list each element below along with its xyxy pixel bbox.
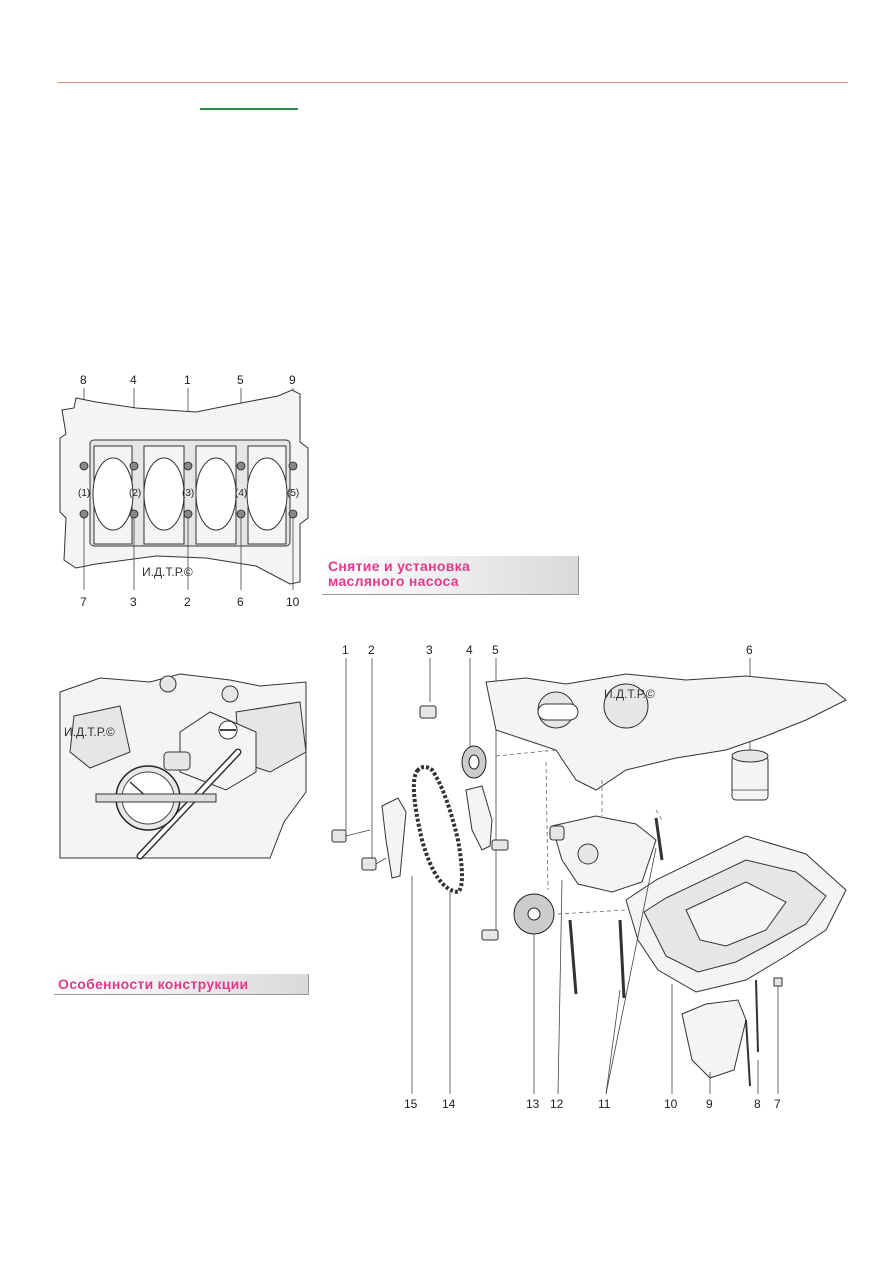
callout-top: 1 xyxy=(184,373,191,387)
design-features-heading: Особенности конструкции xyxy=(58,976,249,992)
oil-pump-heading-bg xyxy=(322,556,579,595)
callout-bottom: 8 xyxy=(754,1097,761,1111)
bearing-mark: (1) xyxy=(78,488,90,499)
callout-top: 1 xyxy=(342,643,349,657)
bearing-mark: (2) xyxy=(129,488,141,499)
callout-bottom: 2 xyxy=(184,595,191,609)
oil-pump-heading: Снятие и установка масляного насоса xyxy=(328,559,470,589)
bearing-mark: (3) xyxy=(182,488,194,499)
cylinder-block-figure: 8 4 1 5 9 (1) (2) (3) (4) (5) И.Д.Т.Р.© … xyxy=(59,373,309,609)
callout-top: 5 xyxy=(237,373,244,387)
callout-top: 9 xyxy=(289,373,296,387)
callout-bottom: 13 xyxy=(526,1097,540,1111)
oil-pump-exploded-figure: 1 2 3 4 5 6 И.Д.Т.Р.© xyxy=(331,643,847,1111)
crank-bores xyxy=(92,445,288,545)
callout-bottom: 11 xyxy=(598,1097,611,1111)
callout-bottom: 9 xyxy=(706,1097,713,1111)
callout-top: 5 xyxy=(492,643,499,657)
design-features-heading-bg xyxy=(54,974,309,995)
callout-top: 4 xyxy=(466,643,473,657)
bearing-mark: (5) xyxy=(287,488,299,499)
oil-pump-heading-line1: Снятие и установка xyxy=(328,558,471,574)
bearing-mark: (4) xyxy=(235,488,247,499)
callout-top: 2 xyxy=(368,643,375,657)
callout-top: 6 xyxy=(746,643,753,657)
watermark: И.Д.Т.Р.© xyxy=(142,565,193,579)
callout-top: 8 xyxy=(80,373,87,387)
callout-top: 4 xyxy=(130,373,137,387)
oil-pump-heading-line2: масляного насоса xyxy=(328,573,459,589)
callout-bottom: 12 xyxy=(550,1097,564,1111)
top-rule xyxy=(58,82,848,83)
accent-rule xyxy=(200,108,298,110)
dial-gauge-figure: И.Д.Т.Р.© xyxy=(59,673,307,860)
callout-bottom: 6 xyxy=(237,595,244,609)
callout-bottom: 10 xyxy=(664,1097,678,1111)
watermark: И.Д.Т.Р.© xyxy=(64,725,115,739)
callout-bottom: 14 xyxy=(442,1097,456,1111)
callout-bottom: 15 xyxy=(404,1097,418,1111)
callout-bottom: 3 xyxy=(130,595,137,609)
callout-bottom: 7 xyxy=(774,1097,781,1111)
callout-bottom: 7 xyxy=(80,595,87,609)
callout-top: 3 xyxy=(426,643,433,657)
callout-bottom: 10 xyxy=(286,595,300,609)
watermark: И.Д.Т.Р.© xyxy=(604,687,655,701)
